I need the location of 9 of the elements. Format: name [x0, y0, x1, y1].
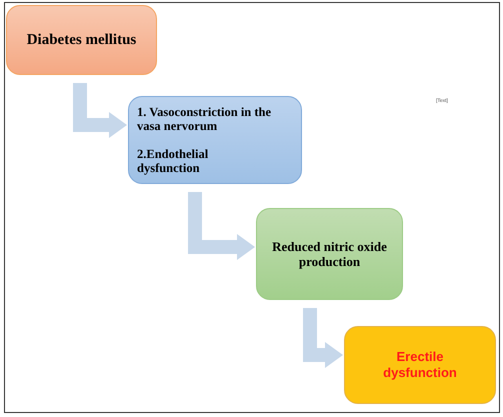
process-box: [344, 326, 496, 404]
process-box: [128, 96, 302, 184]
process-box: [256, 208, 403, 300]
box-text: 2.Endothelial dysfunction: [137, 147, 210, 175]
box-text: Reduced nitric oxide production: [271, 239, 388, 269]
process-box: [6, 5, 157, 75]
box-text: Erectile dysfunction: [382, 349, 458, 381]
box-text: 1. Vasoconstriction in the vasa nervorum: [137, 105, 272, 133]
box-text: Diabetes mellitus: [26, 30, 136, 50]
